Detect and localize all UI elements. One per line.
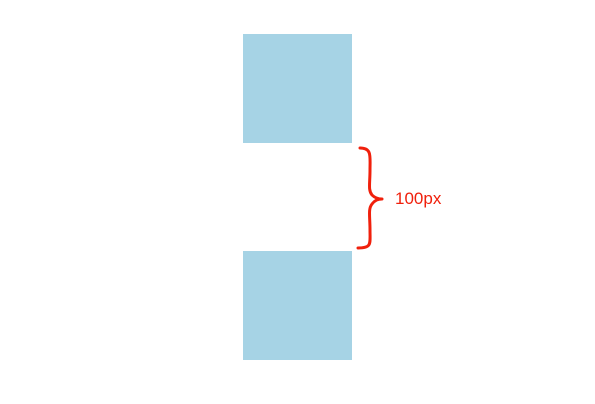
top-box [243, 34, 352, 143]
curly-brace-path [356, 146, 384, 250]
spacing-label: 100px [395, 189, 442, 208]
bottom-box [243, 251, 352, 360]
curly-brace-icon [356, 146, 384, 250]
